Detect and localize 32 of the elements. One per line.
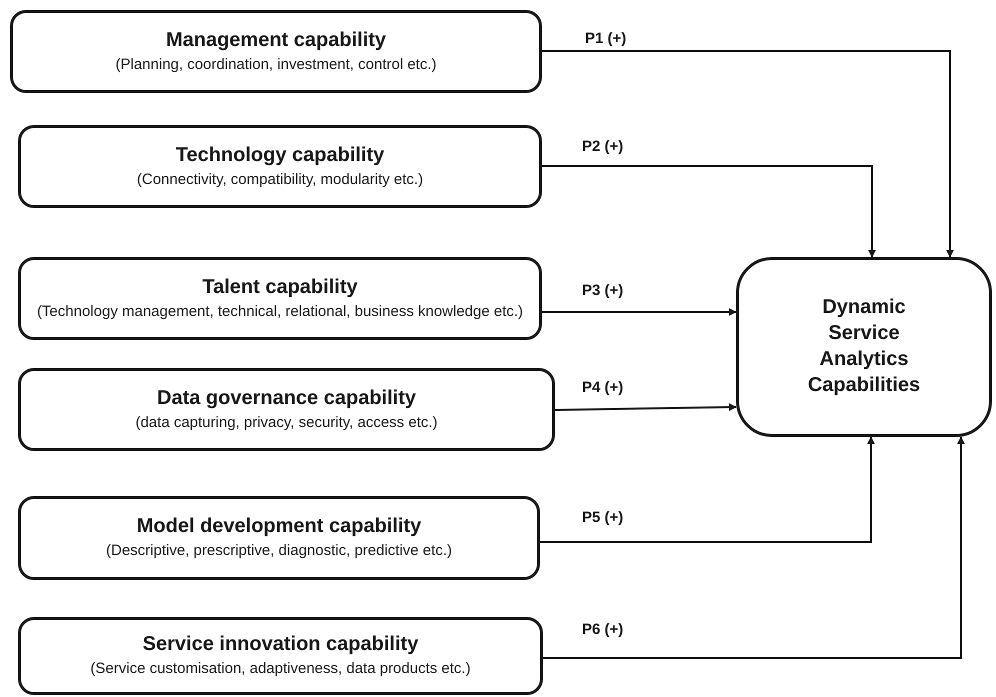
description: (Technology management, technical, relational, business knowledge etc.) xyxy=(36,302,524,322)
capability-box xyxy=(18,257,542,340)
arrow xyxy=(554,403,737,412)
description: (Connectivity, compatibility, modularity etc.) xyxy=(136,170,424,190)
heading: Technology capability xyxy=(176,144,384,167)
heading: Talent capability xyxy=(202,276,358,299)
capability-box xyxy=(18,617,543,695)
capability-box xyxy=(18,368,555,451)
heading: Data governance capability xyxy=(157,386,416,410)
edge-label: P6 (+) xyxy=(580,621,626,638)
heading: Dynamic Service Analytics Capabilities xyxy=(806,294,922,398)
description: (Service customisation, adaptiveness, data products etc.) xyxy=(90,659,471,679)
description: (Planning, coordination, investment, control etc.) xyxy=(116,54,436,74)
arrow xyxy=(543,436,965,659)
capability-box xyxy=(10,10,542,93)
heading: Management capability xyxy=(166,28,386,52)
arrow xyxy=(542,308,737,316)
arrow xyxy=(542,165,876,258)
edge-label: P1 (+) xyxy=(583,30,628,47)
edge-label: P3 (+) xyxy=(580,282,626,299)
description: (data capturing, privacy, security, access etc.) xyxy=(135,412,438,432)
edge-label: P5 (+) xyxy=(580,509,626,526)
outcome-box xyxy=(736,257,992,437)
edge-label: P4 (+) xyxy=(580,379,626,396)
arrow xyxy=(540,436,875,543)
arrow xyxy=(542,50,954,258)
heading: Model development capability xyxy=(136,515,422,538)
heading: Service innovation capability xyxy=(142,633,418,656)
capability-box xyxy=(18,125,542,208)
description: (Descriptive, prescriptive, diagnostic, predictive etc.) xyxy=(106,541,452,561)
capability-box xyxy=(18,496,540,580)
edge-label: P2 (+) xyxy=(580,138,626,155)
